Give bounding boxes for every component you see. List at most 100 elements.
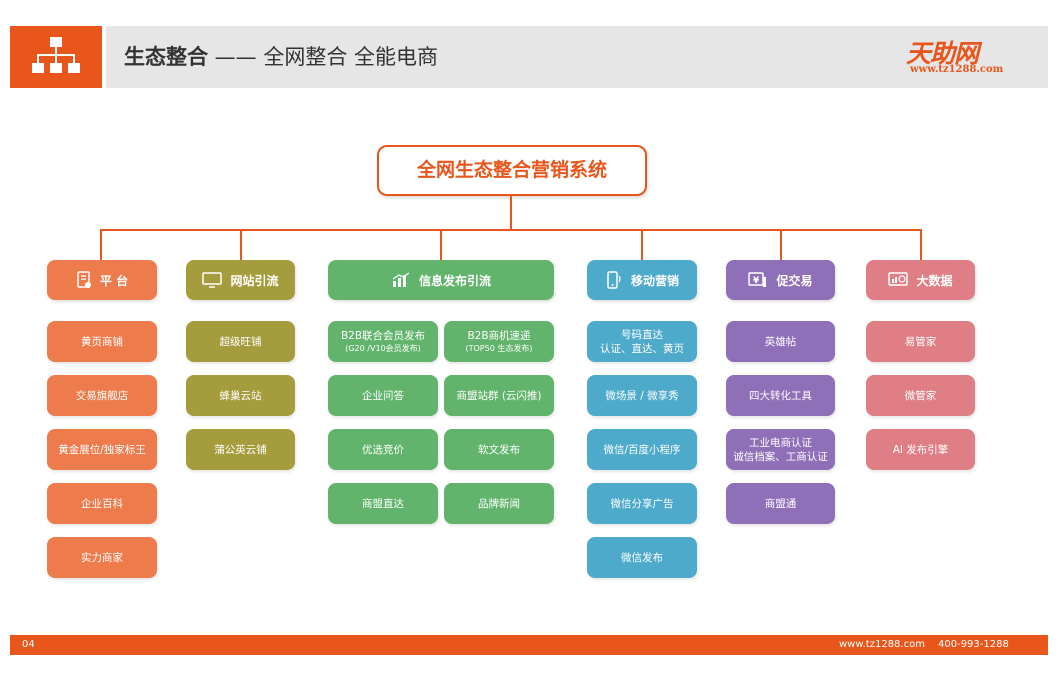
leaf-item: 微信分享广告 [587, 483, 697, 524]
leaf-item: 企业问答 [328, 375, 438, 416]
leaf-label: 品牌新闻 [478, 497, 520, 510]
bar-chart-icon [392, 272, 410, 287]
leaf-label-line2: 认证、直达、黄页 [600, 342, 684, 355]
leaf-label: 微信/百度小程序 [603, 443, 681, 456]
brand-name: 天助网 [906, 39, 979, 68]
category-website-traffic: 网站引流 [186, 260, 295, 300]
leaf-item: AI 发布引擎 [866, 429, 975, 470]
leaf-item: 品牌新闻 [444, 483, 554, 524]
yen-icon: ¥ [748, 272, 767, 287]
leaf-item: 蜂巢云站 [186, 375, 295, 416]
leaf-label: 超级旺铺 [219, 335, 262, 348]
category-platform: 平 台 [47, 260, 157, 300]
connector-drop-1 [100, 229, 102, 260]
category-label: 促交易 [776, 273, 813, 288]
root-node: 全网生态整合营销系统 [377, 145, 647, 196]
category-big-data: 大数据 [866, 260, 975, 300]
leaf-item: 优选竞价 [328, 429, 438, 470]
page-number: 04 [22, 639, 35, 650]
mobile-icon [607, 271, 621, 289]
footer-url: www.tz1288.com [839, 639, 925, 650]
leaf-sublabel: (G20 /V10会员发布) [345, 344, 421, 353]
leaf-label: 软文发布 [478, 443, 520, 456]
leaf-item: 微管家 [866, 375, 975, 416]
leaf-label: 企业百科 [81, 497, 123, 510]
leaf-label-line2: 诚信档案、工商认证 [733, 450, 828, 463]
leaf-item: 微信发布 [587, 537, 697, 578]
leaf-label: 优选竞价 [362, 443, 404, 456]
connector-drop-2 [240, 229, 242, 260]
leaf-label: 黄金展位/独家标王 [58, 443, 146, 456]
leaf-label: 微信发布 [621, 551, 663, 564]
category-info-publish: 信息发布引流 [328, 260, 554, 300]
leaf-item: B2B商机速递 (TOP50 生态发布) [444, 321, 554, 362]
category-promote-trade: ¥ 促交易 [726, 260, 835, 300]
category-label: 平 台 [99, 273, 129, 288]
header-bar [106, 26, 1048, 88]
leaf-label: 四大转化工具 [749, 389, 812, 402]
leaf-label: 工业电商认证 [749, 436, 812, 449]
leaf-item: 交易旗舰店 [47, 375, 157, 416]
leaf-label: 蜂巢云站 [219, 389, 262, 402]
leaf-item: B2B联合会员发布 (G20 /V10会员发布) [328, 321, 438, 362]
category-label: 信息发布引流 [418, 273, 491, 288]
page-title: 生态整合 —— 全网整合 全能电商 [124, 40, 438, 74]
leaf-item: 商盟通 [726, 483, 835, 524]
leaf-item: 黄金展位/独家标王 [47, 429, 157, 470]
leaf-label: B2B商机速递 [467, 330, 531, 342]
leaf-label: 微管家 [904, 389, 937, 402]
category-label: 移动营销 [630, 273, 679, 288]
leaf-label: 企业问答 [362, 389, 404, 402]
leaf-label: 商盟通 [764, 497, 797, 510]
title-dash: —— [208, 45, 264, 69]
org-chart-icon [32, 37, 80, 73]
leaf-label: 黄页商铺 [81, 335, 123, 348]
leaf-label: AI 发布引擎 [892, 443, 949, 456]
leaf-label: 易管家 [904, 335, 937, 348]
title-bold: 生态整合 [124, 45, 208, 69]
connector-drop-5 [780, 229, 782, 260]
connector-drop-6 [920, 229, 922, 260]
leaf-label: 商盟站群 (云闪推) [456, 389, 542, 402]
leaf-item: 黄页商铺 [47, 321, 157, 362]
leaf-label: 商盟直达 [362, 497, 404, 510]
svg-text:¥: ¥ [753, 276, 760, 286]
connector-horizontal [100, 229, 922, 231]
header-logo-box [10, 26, 102, 88]
leaf-item: 超级旺铺 [186, 321, 295, 362]
category-label: 大数据 [916, 273, 953, 288]
monitor-icon [202, 272, 223, 288]
leaf-label: 蒲公英云铺 [214, 443, 267, 456]
leaf-item: 企业百科 [47, 483, 157, 524]
brand-url: www.tz1288.com [910, 64, 1004, 75]
leaf-item: 商盟直达 [328, 483, 438, 524]
footer-phone: 400-993-1288 [938, 639, 1009, 650]
footer-bar [10, 635, 1048, 655]
document-icon [77, 271, 91, 288]
leaf-item: 商盟站群 (云闪推) [444, 375, 554, 416]
leaf-item: 实力商家 [47, 537, 157, 578]
leaf-label: B2B联合会员发布 [340, 330, 426, 342]
leaf-item: 号码直达认证、直达、黄页 [587, 321, 697, 362]
leaf-label: 英雄帖 [764, 335, 797, 348]
connector-drop-3 [440, 229, 442, 260]
leaf-label: 实力商家 [81, 551, 123, 564]
leaf-item: 软文发布 [444, 429, 554, 470]
leaf-label: 微信分享广告 [610, 497, 674, 510]
title-rest: 全网整合 全能电商 [263, 45, 439, 69]
category-label: 网站引流 [230, 273, 279, 288]
leaf-item: 微信/百度小程序 [587, 429, 697, 470]
connector-root-stem [510, 196, 512, 230]
brand-logo: 天助网 www.tz1288.com [900, 36, 1030, 80]
leaf-item: 蒲公英云铺 [186, 429, 295, 470]
leaf-item: 四大转化工具 [726, 375, 835, 416]
leaf-item: 易管家 [866, 321, 975, 362]
leaf-item: 微场景 / 微享秀 [587, 375, 697, 416]
leaf-label: 交易旗舰店 [75, 389, 129, 402]
leaf-sublabel: (TOP50 生态发布) [465, 344, 533, 353]
connector-drop-4 [641, 229, 643, 260]
leaf-label: 号码直达 [621, 328, 663, 341]
category-mobile-marketing: 移动营销 [587, 260, 697, 300]
dashboard-icon [888, 272, 909, 286]
leaf-item: 工业电商认证诚信档案、工商认证 [726, 429, 835, 470]
